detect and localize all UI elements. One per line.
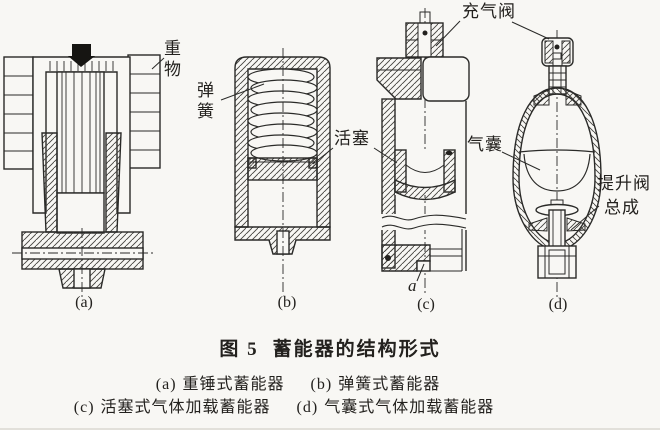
shell-d (512, 87, 602, 248)
figure-title-text: 蓄能器的结构形式 (272, 339, 441, 360)
diagram-piston-gas-accumulator (376, 8, 470, 296)
panel-letter-c: (c) (417, 296, 435, 313)
figure-subcaption-row-2: (c)活塞式气体加载蓄能器 (d)气囊式气体加载蓄能器 (0, 393, 614, 417)
subcaption-a: (a)重锤式蓄能器 (155, 376, 285, 393)
yoke-frame (32, 56, 131, 214)
base-flange (21, 231, 144, 289)
leader-spring (220, 83, 265, 101)
subcaption-b: (b)弹簧式蓄能器 (310, 376, 441, 393)
charging-valve-label: 充气阀 (462, 2, 516, 21)
piston-b (247, 157, 318, 181)
leader-poppet (570, 205, 600, 231)
subcaption-d: (d)气囊式气体加载蓄能器 (296, 399, 495, 416)
port-a-label: a (408, 276, 417, 295)
bladder-label: 气囊 (467, 135, 503, 154)
piston-c (394, 149, 456, 201)
bottom-fitting-d (537, 245, 577, 279)
figure-subcaption-row-1: (a)重锤式蓄能器 (b)弹簧式蓄能器 (0, 370, 628, 394)
annotation-leader-lines (151, 20, 600, 231)
panel-letter-b: (b) (277, 294, 297, 311)
panel-letter-d: (d) (548, 296, 568, 313)
leader-weight (151, 57, 165, 70)
bottom-cap-c (381, 229, 463, 282)
subcaption-c: (c)活塞式气体加载蓄能器 (73, 399, 271, 416)
cylinder-walls (41, 132, 122, 233)
bladder-d (518, 149, 596, 192)
charging-valve-d (541, 37, 574, 67)
break-lines-c (378, 214, 470, 230)
leader-charging-valve-right (511, 21, 550, 40)
weight-label: 重物 (164, 39, 182, 79)
diagram-bladder-gas-accumulator (512, 30, 602, 298)
figure-number: 图 5 (219, 339, 259, 360)
panel-letter-a: (a) (75, 294, 93, 311)
poppet-valve-d (528, 199, 586, 249)
ram-plunger (56, 71, 105, 234)
weight-stack-left (3, 56, 34, 170)
poppet-valve-label-line2: 总成 (604, 198, 640, 217)
piston-label: 活塞 (334, 129, 370, 148)
leader-piston-left (312, 147, 334, 165)
leader-charging-valve-left (435, 20, 461, 47)
diagram-weight-accumulator (3, 44, 161, 298)
spring-coil (247, 68, 318, 162)
spring-label: 弹簧 (197, 81, 215, 121)
leader-piston-right (373, 147, 398, 164)
top-knob (68, 44, 95, 67)
diagram-spring-accumulator (234, 48, 331, 292)
body-shell (234, 56, 331, 228)
centerlines-a (12, 228, 153, 298)
poppet-valve-label-line1: 提升阀 (597, 174, 651, 193)
bottom-port-b (234, 226, 331, 255)
leader-bladder (501, 151, 541, 171)
figure-caption-title: 图 5 蓄能器的结构形式 (0, 334, 660, 361)
weight-stack-right (127, 54, 161, 169)
charging-valve-c (405, 11, 444, 58)
top-cap-c (376, 56, 470, 102)
ram-head-plate (49, 61, 114, 71)
